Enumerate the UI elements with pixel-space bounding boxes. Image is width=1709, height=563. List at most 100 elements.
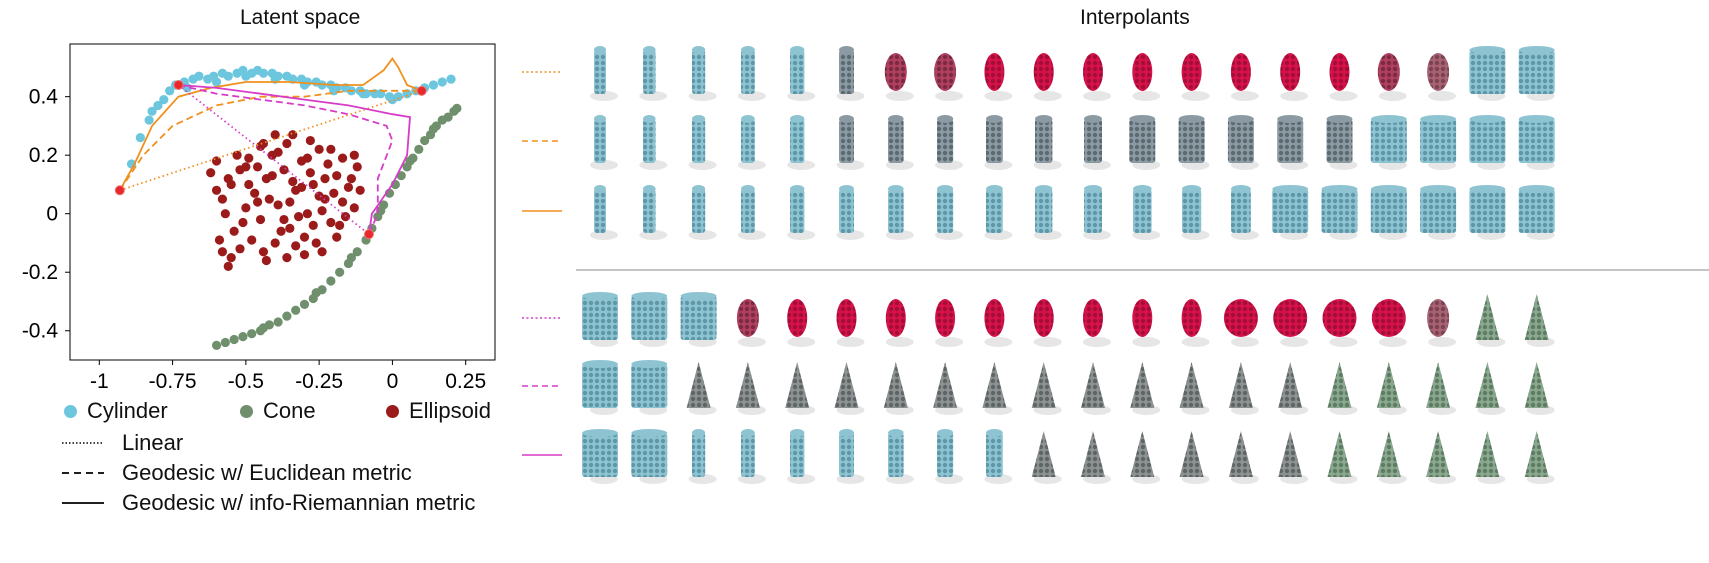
interpolant-shape [1230,185,1259,240]
cone-point [247,329,257,339]
ellipsoid-point [214,235,225,245]
cone-point [428,124,439,134]
cylinder-marker-icon [64,404,77,418]
ellipsoid-point [308,220,318,231]
legend-label: Ellipsoid [409,398,491,423]
interpolant-shape [582,360,618,415]
interpolant-shape [934,53,964,101]
interpolant-shape [1327,362,1358,415]
cylinder-point [159,94,169,105]
interpolant-shape [984,115,1013,170]
ellipsoid-point [279,214,289,225]
interpolant-shape [582,292,618,347]
interpolant-shape [787,429,816,484]
interpolant-shape [1427,299,1457,347]
cylinder-point [194,71,204,81]
ellipsoid-point [267,171,277,181]
cylinder-point [299,80,310,90]
cylinder-point [446,74,456,84]
interpolant-shape [1475,294,1506,347]
ellipsoid-point [282,252,292,263]
legend-ellipsoid: Ellipsoid [386,398,491,424]
interpolant-shape [1179,362,1210,415]
interpolant-shape [582,429,618,484]
interpolant-shape [736,299,766,347]
interpolant-shape [631,292,668,347]
interpolant-shape [590,115,618,170]
ellipsoid-point [226,252,236,263]
x-tick-label: 0 [387,370,399,393]
interpolation-path [119,89,422,192]
ellipsoid-point [252,162,263,172]
ellipsoid-point [305,135,315,146]
interpolant-shape [1178,115,1210,170]
interpolant-shape [933,362,964,415]
y-tick-label: 0.4 [29,86,59,109]
interpolant-shape [1371,299,1407,347]
ellipsoid-point [299,250,310,260]
interpolant-shape [737,429,766,484]
plot-frame [69,43,496,361]
ellipsoid-point [223,173,233,184]
interpolant-shape [1475,431,1506,484]
cylinder-point [428,80,439,90]
interpolant-shape [1181,299,1210,347]
cone-point [220,337,230,348]
cone-point [452,103,462,113]
interpolant-shape [836,185,865,240]
legend-riemannian: Geodesic w/ info-Riemannian metric [62,490,475,516]
ellipsoid-point [211,185,222,195]
interpolation-path [119,89,422,191]
cone-point [299,299,310,310]
interpolant-shape [935,115,964,170]
interpolant-shape [1278,362,1309,415]
interpolant-shape [639,185,668,240]
ellipsoid-point [273,200,283,210]
ellipsoid-point [264,194,274,204]
ellipsoid-point [349,150,359,160]
ellipsoid-point [244,179,254,190]
interpolant-shape [885,299,914,347]
interpolant-shape [1130,362,1161,415]
ellipsoid-point [291,241,301,251]
interpolant-shape [688,46,717,101]
interpolant-shape [885,429,914,484]
ellipsoid-point [308,179,318,190]
interpolant-shape [787,185,816,240]
interpolant-shape [787,46,816,101]
interpolant-shape [984,299,1013,347]
cylinder-point [135,133,145,143]
legend-cone: Cone [240,398,316,424]
interpolant-shape [1181,185,1210,240]
cylinder-point [211,77,222,87]
ellipsoid-point [314,144,324,154]
interpolant-shape [787,115,816,170]
ellipsoid-point [352,162,362,172]
interpolant-shape [1031,431,1062,484]
ellipsoid-point [261,255,271,266]
legend-linear: Linear [62,430,183,456]
interpolant-shape [639,115,668,170]
cone-point [291,305,301,315]
y-tick-label: -0.2 [22,261,58,284]
interpolant-shape [735,362,766,415]
endpoint-marker [416,85,427,96]
ellipsoid-point [255,214,266,225]
interpolant-shape [1033,53,1062,101]
ellipsoid-point [252,197,263,207]
ellipsoid-point [355,185,365,195]
interpolant-shape [1518,115,1555,170]
interpolant-shape [836,299,865,347]
ellipsoid-point [302,209,313,219]
ellipsoid-point [332,171,342,181]
ellipsoid-point [335,220,345,231]
ellipsoid-point [241,203,251,213]
ellipsoid-point [326,217,336,228]
ellipsoid-point [273,147,283,157]
ellipsoid-point [217,247,228,257]
endpoint-marker [173,79,184,90]
ellipsoid-point [211,156,222,166]
interpolant-shape [631,360,668,415]
ellipsoid-point [332,232,342,242]
